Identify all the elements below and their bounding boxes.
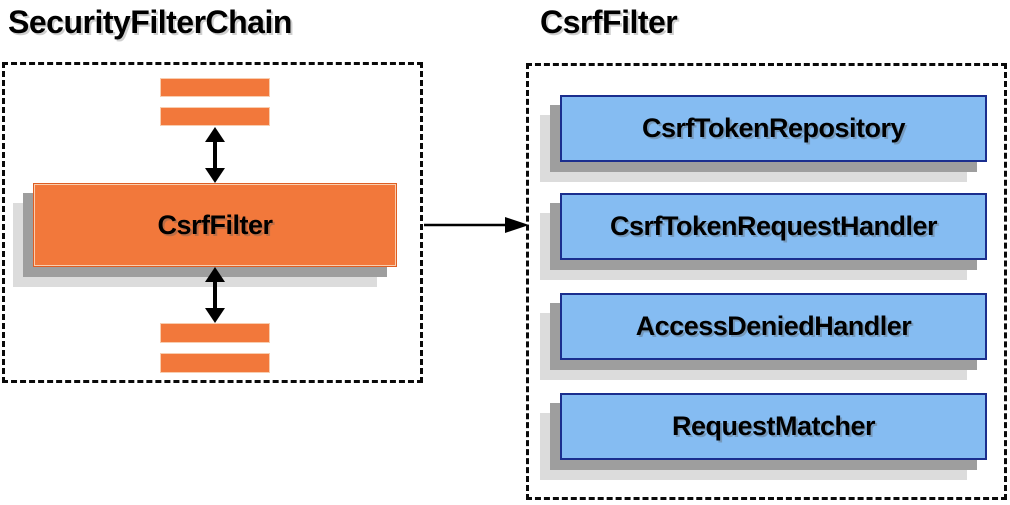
- component-label: CsrfTokenRequestHandler: [609, 211, 938, 241]
- csrf-filter-title: CsrfFilter: [540, 4, 678, 40]
- component-label: AccessDeniedHandler: [635, 311, 912, 341]
- filter-placeholder-bar: [160, 107, 270, 126]
- component-label: RequestMatcher: [671, 411, 876, 441]
- request-matcher-box: RequestMatcher: [560, 393, 987, 460]
- csrf-filter-box: CsrfFilter: [33, 183, 397, 267]
- component-label: CsrfTokenRepository: [641, 113, 906, 143]
- filter-placeholder-bar: [160, 323, 270, 343]
- csrf-token-request-handler-box: CsrfTokenRequestHandler: [560, 193, 987, 260]
- access-denied-handler-box: AccessDeniedHandler: [560, 293, 987, 360]
- csrf-filter-box-label: CsrfFilter: [157, 209, 273, 240]
- csrf-token-repository-box: CsrfTokenRepository: [560, 95, 987, 162]
- right-arrow-icon: [424, 217, 529, 233]
- csrf-filter-container: [526, 63, 1007, 500]
- security-filter-chain-container: [2, 62, 423, 383]
- double-headed-arrow-icon: [205, 267, 225, 323]
- filter-placeholder-bar: [160, 78, 270, 97]
- security-filter-chain-title: SecurityFilterChain: [8, 4, 292, 40]
- double-headed-arrow-icon: [205, 127, 225, 183]
- filter-placeholder-bar: [160, 353, 270, 373]
